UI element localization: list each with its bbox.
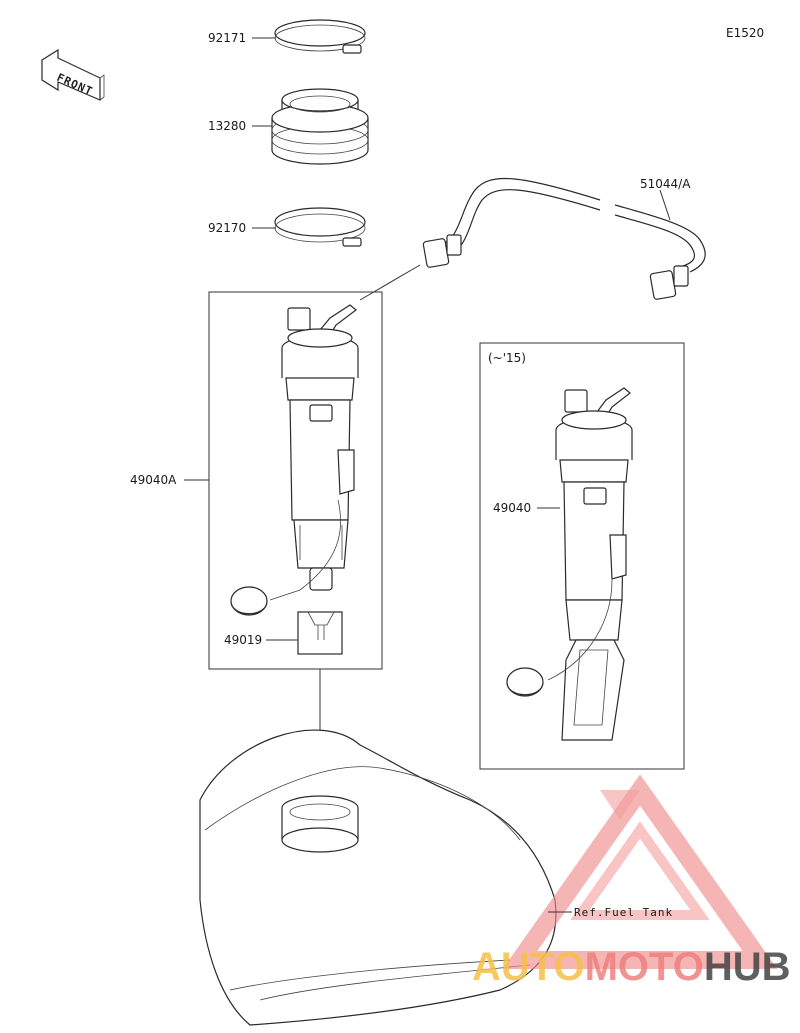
- label-92170: 92170: [208, 221, 246, 235]
- label-92171: 92171: [208, 31, 246, 45]
- variant-label: (~'15): [488, 351, 526, 365]
- watermark-moto: MOTO: [585, 945, 704, 989]
- fuel-pump-49040: [506, 387, 633, 741]
- fuel-pump-49040a: [230, 304, 359, 616]
- label-49040a: 49040A: [130, 473, 177, 487]
- label-49040: 49040: [493, 501, 531, 515]
- watermark-text: AUTOMOTOHUB: [472, 945, 791, 989]
- diagram-code: E1520: [726, 26, 764, 40]
- label-49019: 49019: [224, 633, 262, 647]
- label-51044a: 51044/A: [640, 177, 691, 191]
- label-13280: 13280: [208, 119, 246, 133]
- clamp-92171: [274, 19, 366, 54]
- watermark-hub: HUB: [704, 945, 791, 989]
- automotohub-watermark-logo: [502, 774, 778, 969]
- fuel-tank: [199, 729, 557, 1026]
- filter-49019: [297, 611, 343, 655]
- clamp-92170: [274, 207, 366, 247]
- box-49040: [479, 342, 685, 770]
- front-arrow-icon: FRONT: [41, 48, 105, 101]
- ref-fuel-tank-label: Ref.Fuel Tank: [574, 906, 673, 919]
- watermark-auto: AUTO: [472, 945, 585, 989]
- seal-13280: [271, 88, 369, 165]
- fuel-hose-51044a: [422, 177, 706, 300]
